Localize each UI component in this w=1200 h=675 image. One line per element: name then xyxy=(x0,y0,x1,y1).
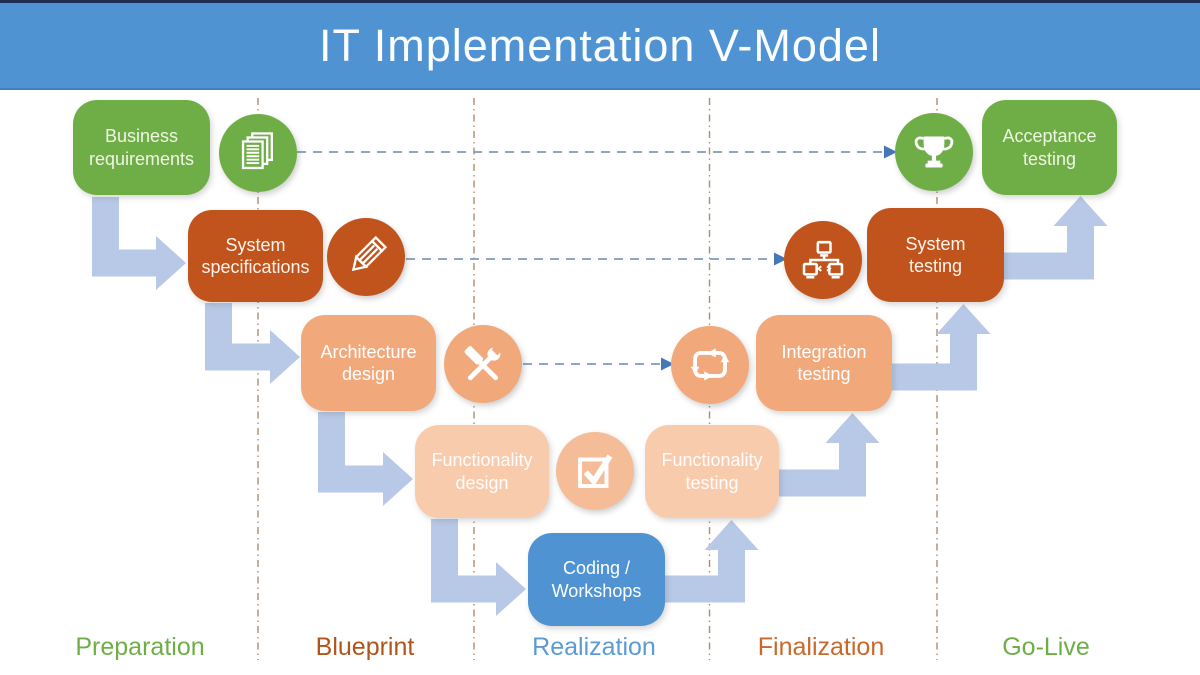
milestone-checklist xyxy=(556,432,634,510)
pencil-icon xyxy=(351,235,388,272)
connector-arrowhead-icon xyxy=(661,357,674,371)
milestone-loop xyxy=(671,326,749,404)
node-business-requirements: Business requirements xyxy=(73,100,210,195)
node-acceptance-testing: Acceptance testing xyxy=(982,100,1117,195)
loop-icon xyxy=(690,348,730,381)
connector-arrowhead-icon xyxy=(774,252,787,266)
page-title: IT Implementation V-Model xyxy=(319,19,881,71)
node-label: Architecture design xyxy=(320,341,417,385)
node-architecture-design: Architecture design xyxy=(301,315,436,411)
network-icon xyxy=(802,240,844,279)
node-coding-workshops: Coding / Workshops xyxy=(528,533,665,626)
flow-arrow-down-right xyxy=(92,197,186,290)
node-label: Business requirements xyxy=(88,126,195,169)
node-label: Coding / Workshops xyxy=(551,558,642,601)
flow-arrow-down-right xyxy=(205,303,300,384)
node-system-testing: System testing xyxy=(867,208,1004,302)
flow-arrow-right-up xyxy=(1003,196,1108,280)
node-label: Functionality testing xyxy=(661,450,763,493)
milestone-network xyxy=(784,221,862,299)
flow-arrow-right-up xyxy=(891,304,991,391)
phase-label-finalization: Finalization xyxy=(757,633,885,661)
milestone-pencil xyxy=(327,218,405,296)
flow-arrow-down-right xyxy=(431,519,526,616)
connector-arrowhead-icon xyxy=(884,145,897,159)
phase-label-preparation: Preparation xyxy=(75,633,205,661)
node-label: Integration testing xyxy=(781,341,867,385)
header-bar: IT Implementation V-Model xyxy=(0,0,1200,90)
flow-arrow-down-right xyxy=(318,412,413,506)
milestone-documents xyxy=(219,114,297,192)
node-integration-testing: Integration testing xyxy=(756,315,892,411)
phase-label-realization: Realization xyxy=(532,633,656,661)
documents-icon xyxy=(241,132,273,170)
checklist-icon xyxy=(578,454,613,488)
node-functionality-testing: Functionality testing xyxy=(645,425,779,518)
node-functionality-design: Functionality design xyxy=(415,425,549,518)
node-label: System specifications xyxy=(201,234,310,278)
trophy-icon xyxy=(914,136,954,168)
flow-arrow-right-up xyxy=(664,520,759,603)
flow-arrows xyxy=(92,196,1108,616)
node-label: System testing xyxy=(905,233,966,277)
flow-arrow-right-up xyxy=(779,413,880,497)
milestone-trophy xyxy=(895,113,973,191)
connector-arrowheads xyxy=(661,145,897,371)
phase-label-blueprint: Blueprint xyxy=(315,633,415,661)
tools-icon xyxy=(464,343,504,381)
node-system-specifications: System specifications xyxy=(188,210,323,302)
phase-label-go-live: Go-Live xyxy=(1002,633,1090,661)
milestone-tools xyxy=(444,325,522,403)
node-label: Acceptance testing xyxy=(1002,126,1097,169)
verification-connectors xyxy=(297,151,884,365)
node-label: Functionality design xyxy=(431,450,533,493)
